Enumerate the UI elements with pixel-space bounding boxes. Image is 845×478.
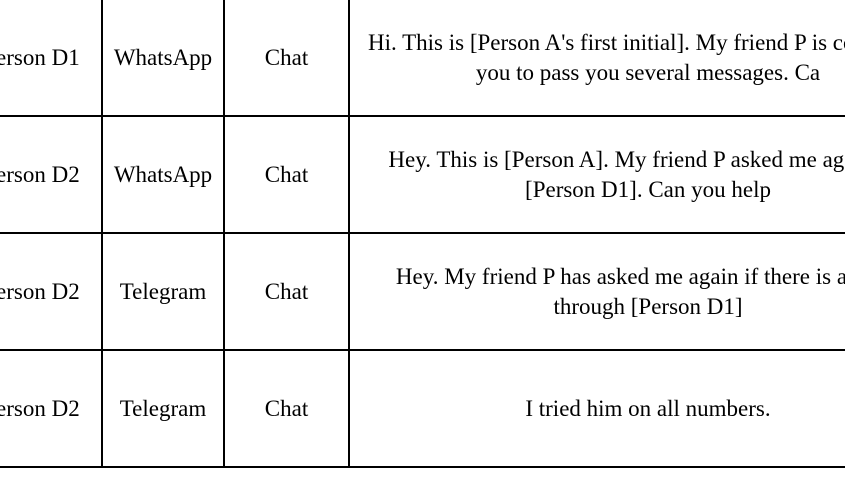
cell-platform: Telegram [101, 349, 225, 468]
cell-person: Person D2 [0, 115, 103, 234]
cell-person: Person D2 [0, 232, 103, 351]
message-text: Hey. This is [Person A]. My friend P ask… [388, 146, 845, 202]
message-text: I tried him on all numbers. [525, 395, 771, 421]
cell-type: Chat [223, 115, 350, 234]
cell-message: I tried him on all numbers. [348, 349, 845, 468]
table-row: Person D2 WhatsApp Chat Hey. This is [Pe… [0, 115, 845, 234]
cell-person: Person D2 [0, 349, 103, 468]
cell-person: Person D1 [0, 0, 103, 117]
cell-platform: Telegram [101, 232, 225, 351]
cell-type: Chat [223, 349, 350, 468]
cell-message: Hey. My friend P has asked me again if t… [348, 232, 845, 351]
cell-message: Hey. This is [Person A]. My friend P ask… [348, 115, 845, 234]
message-text: Hi. This is [Person A's first initial]. … [368, 29, 845, 85]
table-row: Person D1 WhatsApp Chat Hi. This is [Per… [0, 0, 845, 117]
table-row: Person D2 Telegram Chat I tried him on a… [0, 349, 845, 468]
cell-type: Chat [223, 0, 350, 117]
message-log-table: Person D1 WhatsApp Chat Hi. This is [Per… [0, 0, 845, 468]
table-row: Person D2 Telegram Chat Hey. My friend P… [0, 232, 845, 351]
cell-message: Hi. This is [Person A's first initial]. … [348, 0, 845, 117]
message-text: Hey. My friend P has asked me again if t… [395, 263, 845, 319]
cell-platform: WhatsApp [101, 0, 225, 117]
cell-type: Chat [223, 232, 350, 351]
cell-platform: WhatsApp [101, 115, 225, 234]
